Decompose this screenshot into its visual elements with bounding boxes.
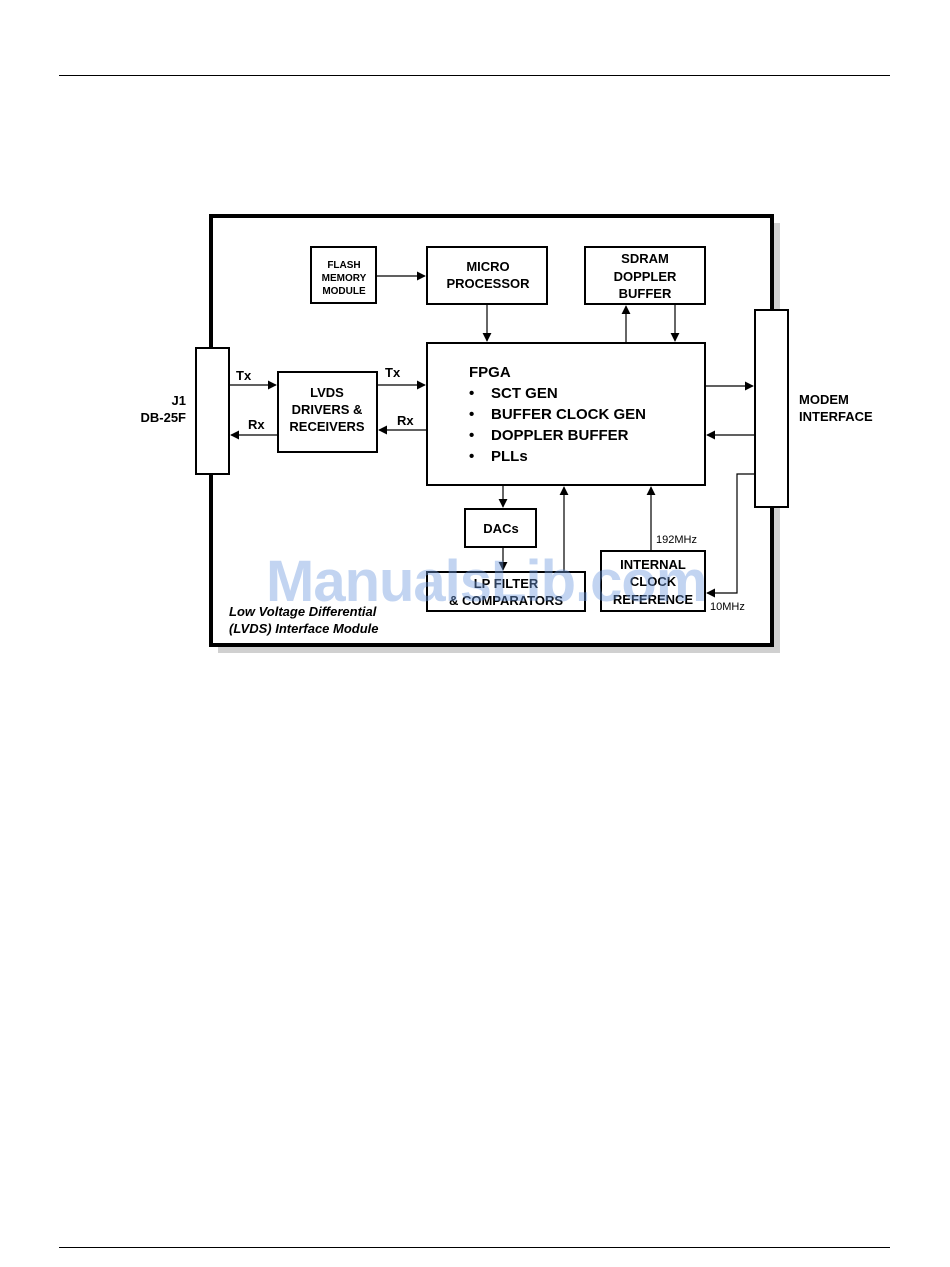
micro-label-1: MICRO — [466, 259, 509, 274]
modem-interface-label: INTERFACE — [799, 409, 873, 424]
watermark: ManualsLib.com — [266, 549, 707, 614]
filter-label-1: LP FILTER — [474, 576, 539, 591]
j1-type-label: DB-25F — [140, 410, 186, 425]
sdram-label-1: SDRAM — [621, 251, 669, 266]
j1-connector — [195, 347, 230, 475]
dacs-label: DACs — [483, 521, 518, 536]
internal-clock-block — [600, 550, 706, 612]
fpga-bullet-4: • — [469, 448, 474, 465]
modem-to-clock-path — [706, 473, 755, 598]
clock-label-1: INTERNAL — [620, 557, 686, 572]
lvds-label-2: DRIVERS & — [292, 402, 363, 417]
lvds-label-3: RECEIVERS — [289, 419, 364, 434]
tx-left-label: Tx — [236, 368, 252, 383]
flash-label-2: MEMORY — [322, 273, 367, 284]
frame-caption-1: Low Voltage Differential — [229, 604, 377, 619]
j1-label: J1 — [172, 393, 186, 408]
footer-rule — [59, 1247, 890, 1248]
fpga-bullet-3: • — [469, 427, 474, 444]
fpga-item-doppler-buffer: DOPPLER BUFFER — [491, 427, 629, 444]
clock-label-3: REFERENCE — [613, 592, 694, 607]
dacs-block — [464, 508, 537, 548]
freq-192-label: 192MHz — [656, 534, 697, 546]
micro-label-2: PROCESSOR — [446, 276, 530, 291]
clock-label-2: CLOCK — [630, 574, 677, 589]
sdram-block — [584, 246, 706, 305]
tx-right-label: Tx — [385, 365, 401, 380]
flash-label-3: MODULE — [322, 286, 366, 297]
rx-right-label: Rx — [397, 413, 414, 428]
lp-filter-block — [426, 571, 586, 612]
fpga-title: FPGA — [469, 364, 511, 381]
lvds-label-1: LVDS — [310, 385, 344, 400]
sdram-label-3: BUFFER — [619, 286, 672, 301]
flash-label-1: FLASH — [327, 260, 360, 271]
flash-memory-block — [310, 246, 377, 304]
frame-caption-2: (LVDS) Interface Module — [229, 621, 379, 636]
fpga-item-plls: PLLs — [491, 448, 528, 465]
sdram-label-2: DOPPLER — [614, 269, 677, 284]
fpga-item-sct-gen: SCT GEN — [491, 385, 558, 402]
modem-connector — [754, 309, 789, 508]
fpga-bullet-1: • — [469, 385, 474, 402]
rx-left-label: Rx — [248, 417, 265, 432]
fpga-item-buffer-clock-gen: BUFFER CLOCK GEN — [491, 406, 646, 423]
fpga-block — [426, 342, 706, 486]
modem-label: MODEM — [799, 392, 849, 407]
fpga-bullet-2: • — [469, 406, 474, 423]
filter-label-2: & COMPARATORS — [449, 593, 563, 608]
lvds-drivers-block — [277, 371, 378, 453]
header-rule — [59, 75, 890, 76]
freq-10-label: 10MHz — [710, 601, 745, 613]
